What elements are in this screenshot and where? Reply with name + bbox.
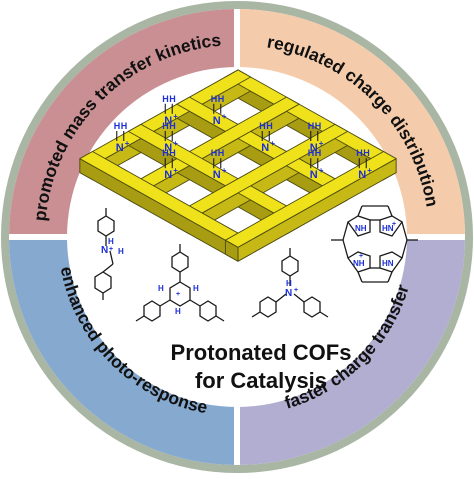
proton-label: H [266, 121, 273, 131]
proton-label: H [211, 94, 218, 104]
porphyrin-nh-top-left: NH [355, 224, 367, 233]
ammonium-n-label: N [310, 169, 318, 181]
ammonium-n-label: N [164, 115, 172, 127]
proton-label: H [363, 148, 370, 158]
ammonium-n-label: N [358, 169, 366, 181]
ammonium-plus-label: + [173, 139, 178, 148]
porphyrin-structure [331, 205, 418, 283]
proton-label: H [169, 148, 176, 158]
ammonium-plus-label: + [367, 166, 372, 175]
ammonium-plus-label: + [173, 112, 178, 121]
benzylammonium-structure [94, 208, 115, 300]
ammonium-n-label: N [310, 142, 318, 154]
ammonium-n-label: N [116, 142, 124, 154]
ammonium-plus-label: + [319, 139, 324, 148]
triarylamine-h: H [286, 279, 292, 288]
proton-label: H [169, 94, 176, 104]
ammonium-n-label: N [164, 169, 172, 181]
triarylamine-plus: + [294, 287, 298, 294]
triazine-structure [135, 244, 225, 322]
proton-label: H [315, 121, 322, 131]
triazine-n-top-right: H [193, 284, 199, 293]
porphyrin-plus-left: + [359, 253, 363, 260]
proton-label: H [211, 148, 218, 158]
ammonium-plus-label: + [173, 166, 178, 175]
amine-h-left-top: H [108, 237, 114, 246]
amine-plus-left: + [109, 246, 113, 253]
center-title-line1: Protonated COFs [171, 340, 352, 365]
amine-h-left-right: H [118, 247, 124, 256]
proton-label: H [308, 148, 315, 158]
ammonium-plus-label: + [222, 112, 227, 121]
ammonium-n-label: N [213, 115, 221, 127]
proton-label: H [162, 94, 169, 104]
proton-label: H [162, 148, 169, 158]
amine-n-left: N [101, 245, 108, 256]
ammonium-plus-label: + [270, 139, 275, 148]
proton-label: H [114, 121, 121, 131]
ammonium-n-label: N [261, 142, 269, 154]
cof-bar-top [224, 151, 397, 248]
proton-label: H [308, 121, 315, 131]
triarylamine-n: N [285, 288, 292, 299]
proton-label: H [169, 121, 176, 131]
triazine-plus: + [176, 291, 180, 298]
ammonium-plus-label: + [222, 166, 227, 175]
proton-label: H [218, 94, 225, 104]
proton-label: H [218, 148, 225, 158]
ammonium-n-label: N [164, 142, 172, 154]
triazine-n-top-left: H [158, 284, 164, 293]
proton-label: H [121, 121, 128, 131]
proton-label: H [259, 121, 266, 131]
ammonium-plus-label: + [319, 166, 324, 175]
ammonium-n-label: N [213, 169, 221, 181]
proton-label: H [315, 148, 322, 158]
porphyrin-hn-bottom-right: HN [382, 259, 394, 268]
porphyrin-nh-bottom-left: NH [353, 259, 365, 268]
proton-label: H [162, 121, 169, 131]
ammonium-plus-label: + [125, 139, 130, 148]
triphenylamine-structure [251, 248, 329, 318]
cof-framework [79, 69, 397, 262]
porphyrin-hn-top-right: HN [382, 224, 394, 233]
proton-label: H [356, 148, 363, 158]
triazine-n-bottom: H [175, 307, 181, 316]
center-title-line2: for Catalysis [195, 368, 327, 393]
porphyrin-plus-right: + [392, 221, 396, 228]
